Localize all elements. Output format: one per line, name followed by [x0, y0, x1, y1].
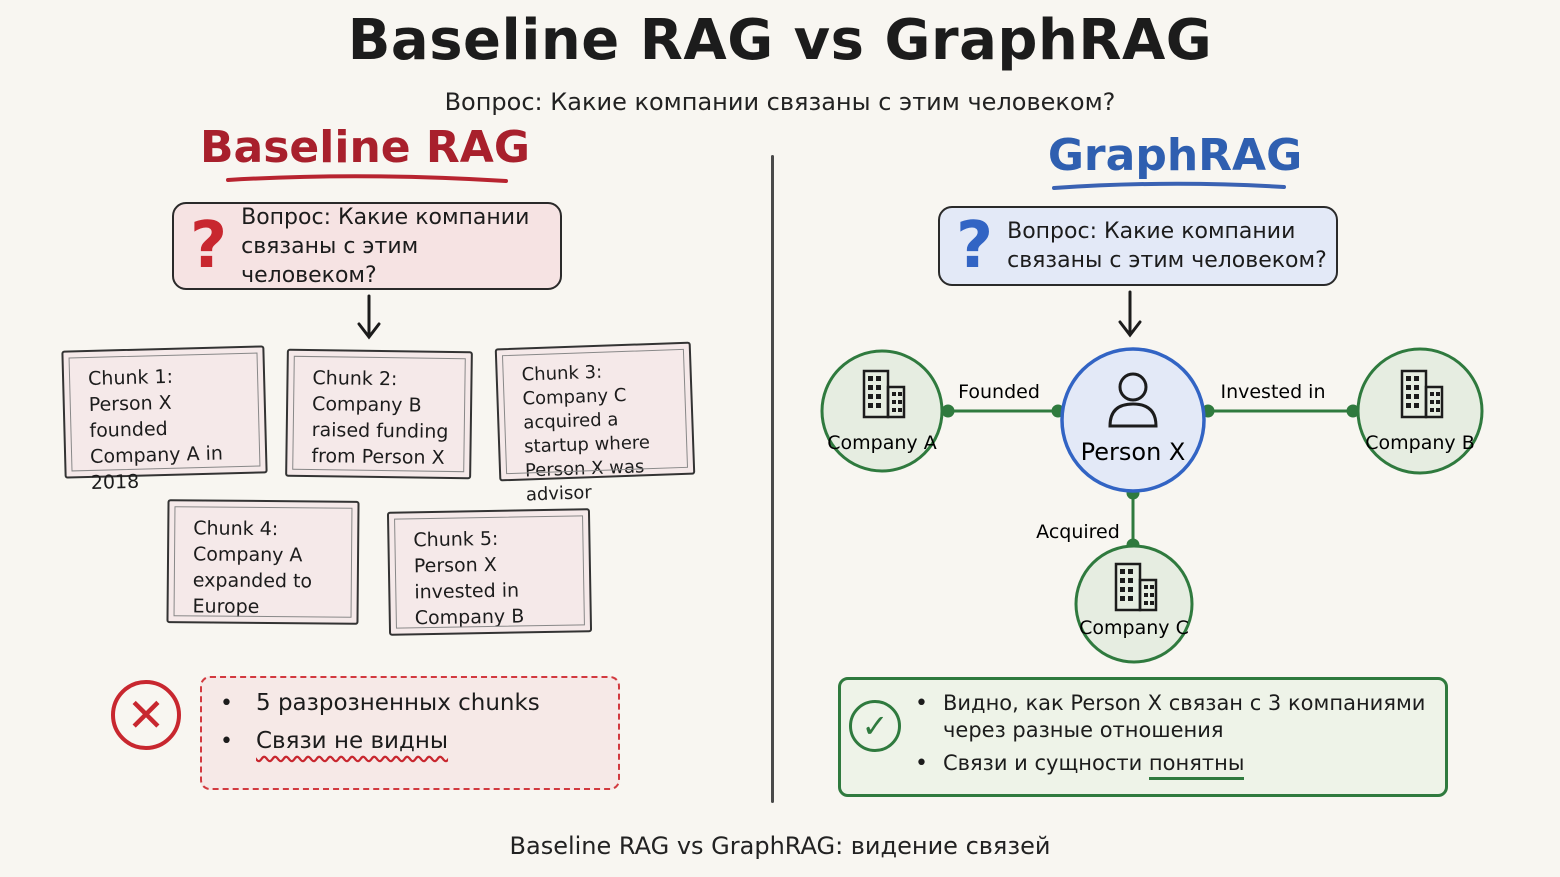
node-label-company-c: Company C [1079, 617, 1189, 639]
graphrag-result-1-line2: через разные отношения [943, 718, 1224, 742]
edge-label-founded: Founded [958, 381, 1040, 403]
graphrag-result-2-pre: Связи и сущности [943, 751, 1149, 775]
left-arrow [357, 294, 381, 340]
baseline-question-line1: Вопрос: Какие компании [241, 204, 530, 230]
graphrag-result-box: • Видно, как Person X связан с 3 компани… [838, 677, 1448, 797]
graphrag-question-line1: Вопрос: Какие компании [1007, 219, 1296, 244]
baseline-result-1: 5 разрозненных chunks [256, 690, 540, 716]
edge-label-acquired: Acquired [1036, 521, 1120, 543]
page-title: Baseline RAG vs GraphRAG [347, 8, 1213, 73]
list-item: • 5 разрозненных chunks [220, 690, 540, 716]
baseline-heading-underline [226, 174, 508, 183]
node-label-person-x: Person X [1081, 438, 1186, 466]
main-question: Вопрос: Какие компании связаны с этим че… [444, 88, 1116, 116]
success-check-icon: ✓ [849, 700, 901, 752]
person-icon [1108, 372, 1158, 428]
baseline-result-2: Связи не видны [256, 728, 449, 754]
graphrag-result-1-line1: Видно, как Person X связан с 3 компаниям… [943, 691, 1426, 715]
node-label-company-a: Company A [827, 432, 936, 454]
section-divider [771, 155, 774, 803]
baseline-result-box: • 5 разрозненных chunks • Связи не видны [200, 676, 620, 790]
caption: Baseline RAG vs GraphRAG: видение связей [509, 832, 1051, 860]
graphrag-question-line2: связаны с этим человеком? [1007, 248, 1327, 273]
node-company-a: Company A [820, 349, 944, 473]
list-item: • Связи и сущности понятны [915, 750, 1429, 780]
graphrag-heading-underline [1052, 181, 1286, 190]
question-mark-icon: ? [956, 209, 994, 283]
right-arrow [1118, 290, 1142, 338]
list-item: • Связи не видны [220, 728, 449, 754]
node-label-company-b: Company B [1365, 432, 1474, 454]
graphrag-result-2-emph: понятны [1148, 751, 1245, 780]
edge-label-invested: Invested in [1220, 381, 1325, 403]
graphrag-heading: GraphRAG [1047, 130, 1303, 181]
baseline-question-line2: связаны с этим человеком? [241, 233, 419, 288]
question-mark-icon: ? [190, 209, 228, 283]
baseline-question-box: ? Вопрос: Какие компании связаны с этим … [172, 202, 562, 290]
fail-x-icon: ✕ [111, 680, 181, 750]
node-company-b: Company B [1356, 347, 1484, 475]
node-person-x: Person X [1060, 347, 1206, 493]
node-company-c: Company C [1074, 544, 1194, 664]
graphrag-question-box: ? Вопрос: Какие компании связаны с этим … [938, 206, 1338, 286]
baseline-rag-heading: Baseline RAG [200, 122, 530, 173]
list-item: • Видно, как Person X связан с 3 компани… [915, 691, 1426, 742]
